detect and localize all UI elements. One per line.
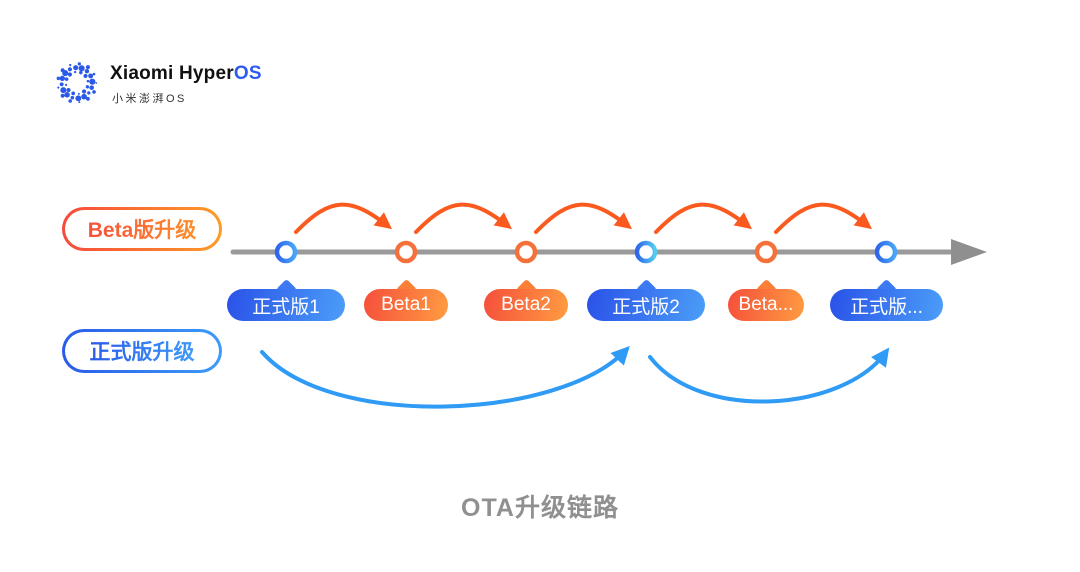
beta-upgrade-arrow-2 [414, 202, 512, 234]
hyperos-logo-ring-icon [56, 62, 98, 104]
badge-body [587, 289, 705, 321]
legend-stable-label: 正式版升级 [90, 336, 195, 366]
beta-upgrade-arrow-3 [534, 202, 632, 234]
timeline-node-2 [394, 240, 418, 264]
badge-body [364, 289, 448, 321]
timeline-node-3 [514, 240, 538, 264]
stable-upgrade-arrow-1 [260, 345, 630, 409]
page-title: OTA升级链路 [461, 494, 619, 522]
legend-beta-label: Beta版升级 [88, 214, 197, 244]
brand-suffix: OS [233, 63, 262, 84]
badge-label: Beta2 [501, 294, 551, 315]
timeline-node-5 [754, 240, 778, 264]
stable-upgrade-arrow-2 [648, 347, 890, 404]
version-badge-stable-next: 正式版... [830, 278, 943, 321]
badge-body [728, 289, 804, 321]
beta-upgrade-arrow-4 [654, 202, 752, 234]
timeline-node-4 [634, 240, 658, 264]
version-badge-beta-1: Beta1 [364, 278, 448, 321]
legend-beta-upgrade: Beta版升级 [62, 207, 222, 251]
version-badge-beta-next: Beta... [728, 278, 804, 321]
timeline-node-6 [874, 240, 898, 264]
legend-stable-upgrade: 正式版升级 [62, 329, 222, 373]
beta-upgrade-arrow-1 [294, 202, 392, 234]
timeline-node-1 [274, 240, 298, 264]
version-badge-stable-2: 正式版2 [587, 278, 705, 321]
badge-label: 正式版2 [612, 296, 680, 318]
badge-label: 正式版1 [252, 296, 320, 318]
version-badge-stable-1: 正式版1 [227, 278, 345, 321]
brand-name: Xiaomi HyperOS [110, 63, 262, 85]
badge-body [484, 289, 568, 321]
badge-label: Beta1 [381, 294, 431, 315]
badge-label: Beta... [738, 294, 794, 315]
beta-upgrade-arrow-5 [774, 202, 872, 234]
badge-label: 正式版... [850, 296, 923, 318]
brand-subtitle: 小米澎湃OS [112, 93, 187, 105]
version-badge-beta-2: Beta2 [484, 278, 568, 321]
axis-arrowhead-icon [951, 239, 987, 265]
badge-body [830, 289, 943, 321]
brand-prefix: Xiaomi Hyper [110, 63, 234, 84]
hyperos-logo: Xiaomi HyperOS 小米澎湃OS [52, 57, 292, 109]
badge-body [227, 289, 345, 321]
